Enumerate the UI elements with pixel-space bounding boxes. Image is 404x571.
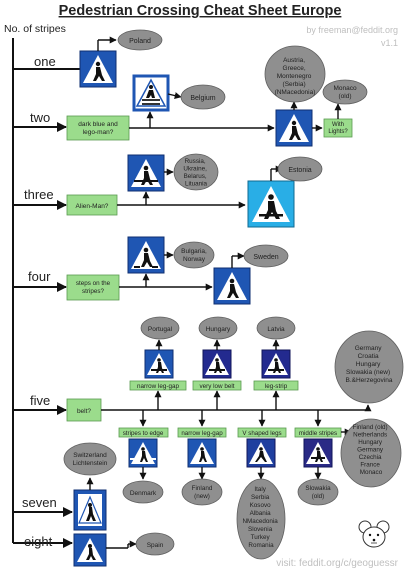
branch-box xyxy=(129,380,187,391)
country-bubble xyxy=(297,478,339,506)
connector xyxy=(167,92,182,99)
row-label-three: three xyxy=(24,187,54,202)
branch-box xyxy=(237,427,287,438)
question-two-line2: lego-man? xyxy=(83,129,114,136)
sign-bulgaria xyxy=(127,236,165,274)
country-estonia: Estonia xyxy=(288,167,311,174)
question-two-line1: dark blue and xyxy=(78,121,118,128)
branch-very-low-belt: very low belt xyxy=(200,383,235,390)
question-three: Alien-Man? xyxy=(76,203,109,210)
row-label-four: four xyxy=(28,269,51,284)
sign-slowakia-old xyxy=(303,438,333,468)
country-germany: Germany Croatia Hungary Slowakia (new) B… xyxy=(346,345,393,384)
branch-stripes-to-edge: stripes to edge xyxy=(123,430,164,437)
country-spain: Spain xyxy=(147,542,164,549)
country-monaco-old: Monaco(old) xyxy=(333,85,357,100)
branch-v-shaped-legs: V shaped legs xyxy=(242,430,281,437)
country-bubble xyxy=(198,316,238,340)
country-russia: Russia, Ukraine, Belarus, Lituania xyxy=(183,158,208,188)
sign-estonia xyxy=(247,180,295,228)
branch-leg-strip: leg-strip xyxy=(265,383,288,390)
country-portugal: Portugal xyxy=(148,326,173,333)
country-bubble xyxy=(63,442,117,476)
sign-spain xyxy=(73,533,107,567)
country-bubble xyxy=(340,418,402,488)
country-bubble xyxy=(140,316,180,340)
country-bubble xyxy=(334,330,404,404)
country-bubble xyxy=(173,153,219,191)
country-bubble xyxy=(135,532,175,556)
sign-portugal xyxy=(144,349,174,379)
country-bubble xyxy=(181,478,223,506)
branch-middle-stripes: middle stripes xyxy=(299,430,337,437)
sign-poland xyxy=(79,50,117,88)
country-slowakia-old: Slowakia(old) xyxy=(305,485,331,500)
country-bubble xyxy=(256,316,296,340)
question-box xyxy=(66,115,130,141)
sign-belgium xyxy=(132,74,170,112)
question-five: belt? xyxy=(77,408,91,415)
row-label-eight: eight xyxy=(24,534,53,549)
country-finland-old: Finland (old) Netherlands Hungary German… xyxy=(353,424,390,476)
sign-russia xyxy=(127,154,165,192)
country-sweden: Sweden xyxy=(253,254,278,261)
branch-box xyxy=(118,427,169,438)
country-hungary: Hungary xyxy=(206,326,231,333)
sign-austria xyxy=(275,109,313,147)
sign-sweden xyxy=(213,267,251,305)
version-text: v1.1 xyxy=(381,38,398,48)
branch-narrow-leg-gap-2: narrow leg-gap xyxy=(181,430,223,437)
sign-finland-new xyxy=(187,438,217,468)
sign-italy xyxy=(246,438,276,468)
country-denmark: Denmark xyxy=(130,490,157,497)
axis-label: No. of stripes xyxy=(4,23,66,35)
sign-hungary xyxy=(202,349,232,379)
row-label-seven: seven xyxy=(22,495,57,510)
page-title: Pedestrian Crossing Cheat Sheet Europe xyxy=(59,3,342,19)
country-bubble xyxy=(180,84,226,110)
country-latvia: Latvia xyxy=(267,326,285,333)
branch-box xyxy=(177,427,227,438)
country-bubble xyxy=(277,156,323,182)
sign-switzerland xyxy=(73,489,107,531)
country-bubble xyxy=(117,29,163,51)
sign-latvia xyxy=(261,349,291,379)
country-bubble xyxy=(264,45,326,103)
mouse-mascot-icon xyxy=(358,520,390,548)
country-poland: Poland xyxy=(129,38,151,45)
country-bubble xyxy=(236,478,286,560)
country-bubble xyxy=(173,241,215,269)
row-label-two: two xyxy=(30,110,50,125)
country-bubble xyxy=(122,480,164,504)
branch-narrow-leg-gap: narrow leg-gap xyxy=(137,383,180,390)
country-bubble xyxy=(322,79,368,105)
country-bulgaria: Bulgaria,Norway xyxy=(181,248,207,263)
country-belgium: Belgium xyxy=(190,95,215,102)
row-label-one: one xyxy=(34,54,56,69)
sign-denmark xyxy=(128,438,158,468)
country-austria: Austria, Greece, Montenegro (Serbia) (NM… xyxy=(275,57,316,96)
footer-text: visit: feddit.org/c/geoguessr xyxy=(276,558,398,569)
row-label-five: five xyxy=(30,393,50,408)
question-box xyxy=(66,274,120,301)
branch-box xyxy=(192,380,242,391)
country-italy: Italy Serbia Kosovo Albania NMacedonia S… xyxy=(242,486,279,549)
credit-text: by freeman@feddit.org xyxy=(306,25,398,35)
branch-box xyxy=(253,380,299,391)
country-finland-new: Finland(new) xyxy=(192,485,213,500)
country-bubble xyxy=(243,244,289,268)
